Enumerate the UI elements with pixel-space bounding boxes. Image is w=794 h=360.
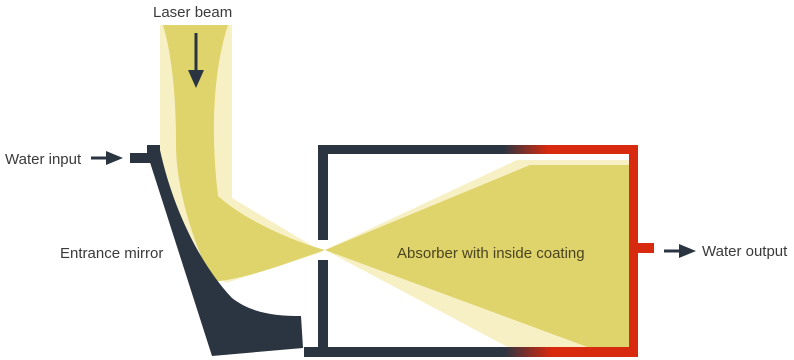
- entrance-mirror: [147, 150, 303, 356]
- laser-arrow-head: [188, 70, 204, 88]
- mirror-cap: [147, 145, 160, 163]
- water-input-arrow-head: [106, 151, 123, 165]
- water-input-label: Water input: [5, 151, 82, 168]
- laser-beam-core: [163, 25, 325, 282]
- absorber-right-wall: [629, 145, 638, 357]
- absorber-top-wall: [318, 145, 638, 154]
- entrance-mirror-label: Entrance mirror: [60, 245, 163, 262]
- water-input-port: [130, 153, 148, 163]
- absorber-bottom-wall: [304, 347, 638, 357]
- absorber-beam-core: [325, 165, 630, 348]
- absorber-left-wall-lower: [318, 260, 328, 357]
- water-output-port: [638, 243, 654, 253]
- water-output-arrow-head: [679, 244, 696, 258]
- absorber-label: Absorber with inside coating: [397, 245, 585, 262]
- absorber-left-wall-upper: [318, 145, 328, 240]
- water-output-label: Water output: [702, 243, 788, 260]
- laser-beam-label: Laser beam: [153, 4, 232, 21]
